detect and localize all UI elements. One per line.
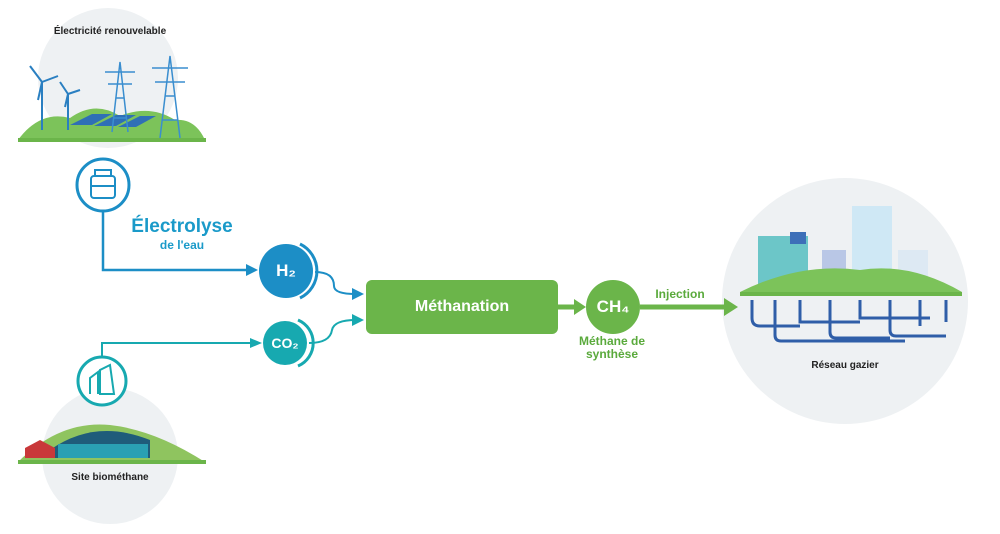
ch4-molecule: CH₄ [586,280,640,334]
biomethane-plant-icon [76,355,128,407]
methanation-box: Méthanation [366,280,558,334]
electrolysis-title: Électrolyse [131,216,233,237]
electrolysis-subtitle: de l'eau [159,238,205,252]
electricity-label: Électricité renouvelable [53,26,167,37]
synthetic-methane-label: Méthane de synthèse [578,334,645,361]
biomethane-site-illustration [18,424,206,464]
co2-molecule: CO₂ [263,321,307,365]
gas-network-illustration [740,206,962,343]
h2-molecule: H₂ [259,244,313,298]
electrolysis-label: Électrolyse de l'eau [112,216,252,254]
arrow-to-co2-icon [250,338,262,348]
arrow-to-h2-icon [246,264,258,276]
injection-label: Injection [655,287,705,301]
h2-arc [299,242,319,300]
gas-network-label: Réseau gazier [811,360,879,371]
arrow-h2-to-methanation-icon [352,288,364,300]
renewable-electricity-illustration [18,55,206,142]
injection-arrow-icon [724,298,738,316]
arrow-co2-to-methanation-icon [352,314,364,326]
arrow-to-ch4-icon [574,299,586,315]
electrolyser-icon [75,157,131,213]
biomethane-site-label: Site biométhane [71,472,149,483]
gas-network-circle [722,178,968,424]
